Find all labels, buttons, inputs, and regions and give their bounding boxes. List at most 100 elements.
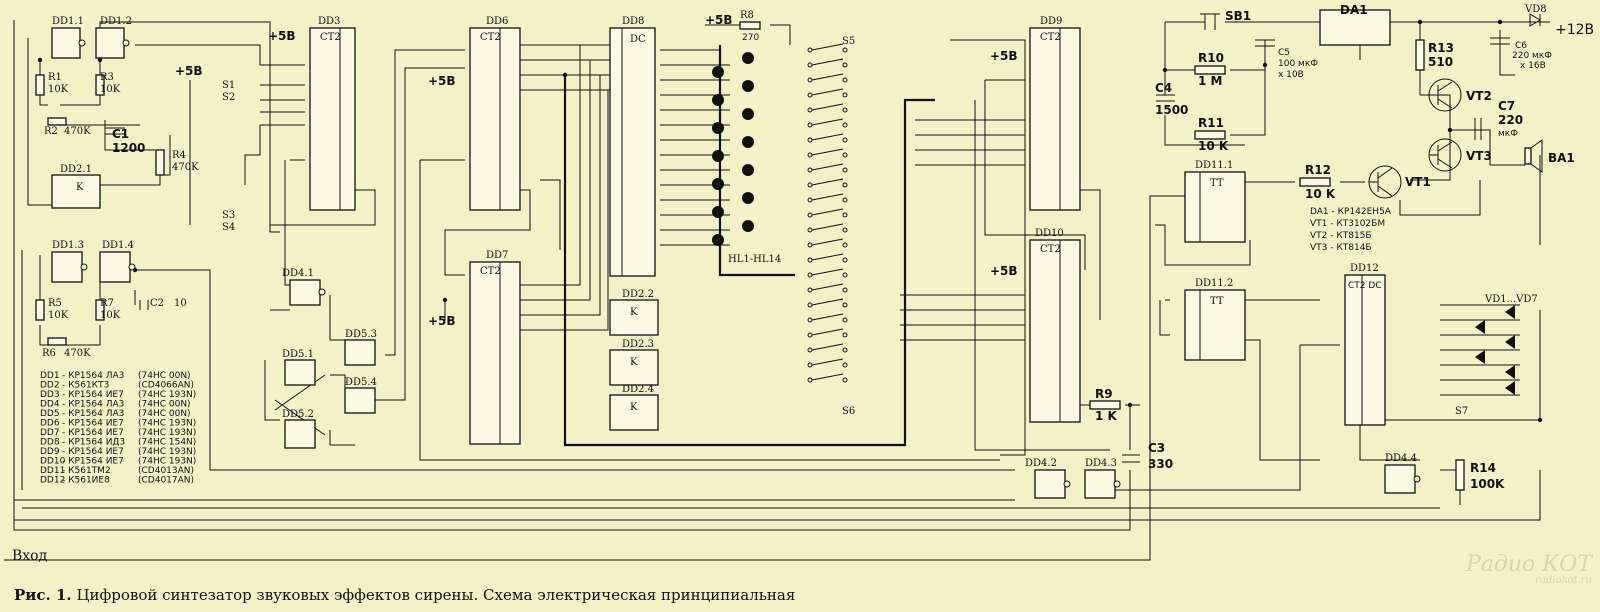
r4-label: R4 xyxy=(172,150,186,161)
semi-vt3: VT3 - КТ814Б xyxy=(1310,243,1372,253)
supply-5v-dd9: +5В xyxy=(990,49,1018,63)
switch-contact xyxy=(807,377,813,383)
switch-s5-contacts xyxy=(807,43,848,383)
parts-row-part: - КР1564 ЛА3 xyxy=(62,400,124,410)
parts-row-ref: DD5 xyxy=(40,409,60,419)
label-da1: DA1 xyxy=(1340,3,1368,17)
type-dd8: DC xyxy=(630,34,646,45)
watermark-site: radiokot.ru xyxy=(1535,575,1592,586)
figure-number: Рис. 1. xyxy=(14,586,72,604)
parts-row-ref: DD1 xyxy=(40,371,60,381)
r3-label: R3 xyxy=(100,72,114,83)
parts-row-ref: DD6 xyxy=(40,419,60,429)
parts-row-part: - КР1564 ИД3 xyxy=(62,438,125,448)
parts-row-part: - К561ИЕ8 xyxy=(62,476,110,486)
r1-label: R1 xyxy=(48,72,62,83)
parts-row-ref: DD9 xyxy=(40,447,60,457)
type-dd2-3-k: K xyxy=(630,357,638,368)
switch-contact xyxy=(807,77,813,83)
supply-5v-led: +5В xyxy=(705,13,733,27)
parts-row-equiv: (74HC 193N) xyxy=(138,390,196,400)
s3-label: S3 xyxy=(222,210,235,221)
switch-lever xyxy=(811,73,844,81)
switch-contact xyxy=(842,122,848,128)
r3-value: 10K xyxy=(100,84,121,95)
watermark: Радио КОТ radiokot.ru xyxy=(1466,554,1592,586)
switch-lever xyxy=(811,253,844,261)
s4-label: S4 xyxy=(222,222,235,233)
type-dd11-2: TT xyxy=(1210,296,1224,307)
switch-lever xyxy=(811,58,844,66)
r11-label: R11 xyxy=(1198,116,1224,130)
c2-value: 10 xyxy=(174,298,187,309)
r4-value: 470K xyxy=(172,162,199,173)
switch-contact xyxy=(842,92,848,98)
switch-contact xyxy=(842,152,848,158)
parts-row-equiv: (74HC 193N) xyxy=(138,428,196,438)
s5-label: S5 xyxy=(842,36,855,47)
type-dd3: CT2 xyxy=(320,32,341,43)
switch-contact xyxy=(842,332,848,338)
parts-row-ref: DD8 xyxy=(40,438,60,448)
c6-value-2: х 16В xyxy=(1520,61,1546,71)
label-dd12: DD12 xyxy=(1350,263,1379,274)
supply-5v-dd3: +5В xyxy=(268,29,296,43)
switch-contact xyxy=(842,77,848,83)
parts-row-part: - КР1564 ИЕ7 xyxy=(62,390,124,400)
ba1-label: BA1 xyxy=(1548,151,1575,165)
label-dd2-3: DD2.3 xyxy=(622,339,654,350)
switch-contact xyxy=(842,257,848,263)
label-dd7: DD7 xyxy=(486,250,508,261)
label-dd11-1: DD11.1 xyxy=(1195,160,1233,171)
labels: DD1.1 DD1.2 DD2.1 DD1.3 DD1.4 DD3 DD4.1 … xyxy=(42,3,1594,491)
r7-label: R7 xyxy=(100,298,114,309)
r5-label: R5 xyxy=(48,298,62,309)
c7-label: C7 xyxy=(1498,99,1515,113)
switch-lever xyxy=(811,103,844,111)
switch-lever xyxy=(811,133,844,141)
switch-contact xyxy=(807,122,813,128)
switch-lever xyxy=(811,358,844,366)
c4-value: 1500 xyxy=(1155,103,1188,117)
figure-caption: Рис. 1. Цифровой синтезатор звуковых эфф… xyxy=(14,586,795,604)
label-dd5-4: DD5.4 xyxy=(345,377,377,388)
r10-value: 1 M xyxy=(1198,74,1222,88)
parts-row-ref: DD12 xyxy=(40,476,65,486)
vt3-label: VT3 xyxy=(1466,149,1492,163)
parts-row-equiv: (74HC 193N) xyxy=(138,457,196,467)
vt1-label: VT1 xyxy=(1405,175,1431,189)
type-dd2-2-k: K xyxy=(630,307,638,318)
type-dd2-4-k: K xyxy=(630,402,638,413)
label-dd8: DD8 xyxy=(622,16,644,27)
switch-lever xyxy=(811,43,844,51)
parts-row-ref: DD7 xyxy=(40,428,60,438)
passives xyxy=(35,13,1541,491)
parts-row-part: - К561КТ3 xyxy=(62,381,109,391)
switch-contact xyxy=(807,137,813,143)
parts-row-ref: DD2 xyxy=(40,381,60,391)
parts-row-part: - КР1564 ИЕ7 xyxy=(62,447,124,457)
switch-lever xyxy=(811,88,844,96)
hl-label: HL1-HL14 xyxy=(728,254,781,265)
label-dd5-3: DD5.3 xyxy=(345,329,377,340)
switch-contact xyxy=(807,92,813,98)
parts-row-equiv: (CD4066AN) xyxy=(138,381,194,391)
label-dd1-2: DD1.2 xyxy=(100,16,132,27)
r11-value: 10 K xyxy=(1198,139,1229,153)
c5-value-1: 100 мкФ xyxy=(1278,59,1318,69)
label-dd4-4: DD4.4 xyxy=(1385,453,1417,464)
sb1-label: SB1 xyxy=(1225,9,1251,23)
s6-label: S6 xyxy=(842,406,855,417)
switch-lever xyxy=(811,118,844,126)
switch-contact xyxy=(807,182,813,188)
vd8-label: VD8 xyxy=(1524,4,1547,15)
supply-5v-dd7: +5В xyxy=(428,314,456,328)
r13-label: R13 xyxy=(1428,41,1454,55)
r12-label: R12 xyxy=(1305,163,1331,177)
switch-lever xyxy=(811,343,844,351)
label-dd2-2: DD2.2 xyxy=(622,289,654,300)
switch-contact xyxy=(807,272,813,278)
switch-contact xyxy=(807,167,813,173)
label-dd10: DD10 xyxy=(1035,228,1064,239)
switch-lever xyxy=(811,283,844,291)
